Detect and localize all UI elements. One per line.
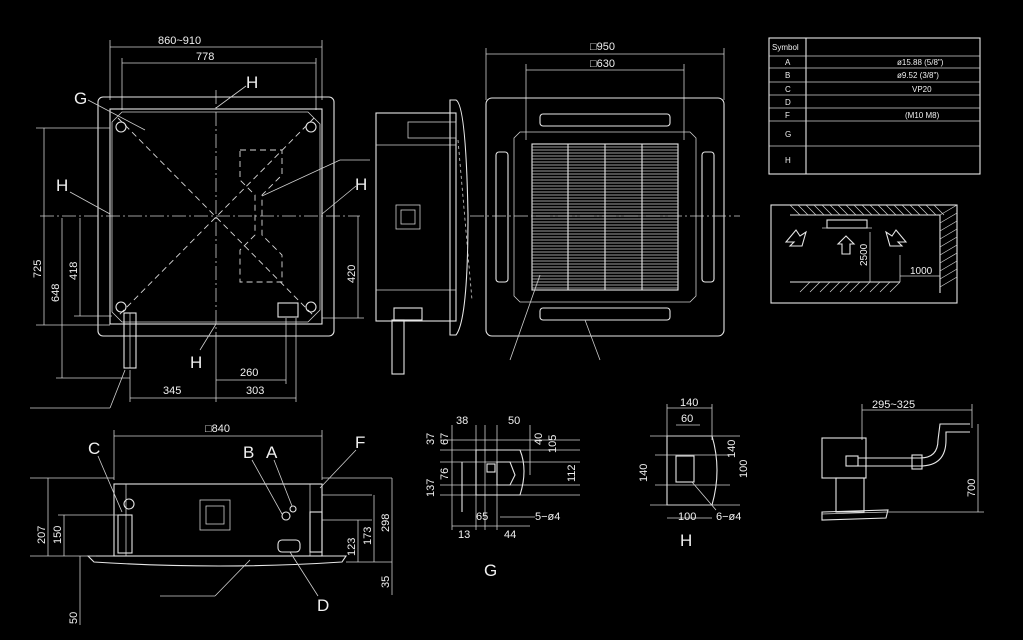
dim-260-label: 260	[240, 367, 258, 379]
room-diagram: 2500 1000	[770, 204, 958, 304]
dim-137-label: 137	[425, 479, 437, 497]
dim-40-label: 40	[533, 433, 545, 445]
label-h-top: H	[246, 73, 258, 92]
detail-g: 38 50 37 67 40 105 137 76 112 65 5−ø4 13…	[425, 415, 580, 580]
dim-418-label: 418	[68, 262, 80, 280]
table-value-c: VP20	[912, 85, 932, 94]
table-symbol-b: B	[785, 71, 790, 80]
dim-840-label: □840	[205, 423, 230, 435]
table-symbol-d: D	[785, 98, 791, 107]
label-h-left: H	[56, 176, 68, 195]
dim-50-label: 50	[508, 415, 520, 427]
dim-76-label: 76	[439, 468, 451, 480]
dim-100-bottom-label: 100	[678, 511, 696, 523]
table-symbol-c: C	[785, 85, 791, 94]
label-h-right: H	[355, 175, 367, 194]
dim-150-label: 150	[52, 526, 64, 544]
table-value-a: ø15.88 (5/8")	[897, 58, 944, 67]
dim-140-right-label: 140	[726, 440, 738, 458]
dim-345-label: 345	[163, 385, 181, 397]
dim-inner-label: 778	[196, 51, 214, 63]
dim-holes-label: 5−ø4	[535, 511, 560, 523]
label-g: G	[74, 89, 87, 108]
dim-100-right-label: 100	[738, 460, 750, 478]
dim-630-label: □630	[590, 58, 615, 70]
dim-width-label: 860~910	[158, 35, 201, 47]
dim-65-label: 65	[476, 511, 488, 523]
label-d: D	[317, 596, 329, 615]
table-symbol-f: F	[785, 111, 790, 120]
label-h-bottom: H	[190, 353, 202, 372]
hanger-detail: 295~325 700	[821, 399, 984, 521]
dim-648-label: 648	[50, 284, 62, 302]
spec-table: Symbol A ø15.88 (5/8") B ø9.52 (3/8") C …	[768, 37, 981, 175]
table-symbol-a: A	[785, 58, 791, 67]
label-f: F	[355, 433, 365, 452]
side-view	[375, 99, 473, 375]
table-symbol-g: G	[785, 130, 791, 139]
panel-view: □950 □630	[470, 41, 740, 361]
table-value-b: ø9.52 (3/8")	[897, 71, 939, 80]
dim-140-top-label: 140	[680, 397, 698, 409]
dim-420-label: 420	[346, 265, 358, 283]
dim-44-label: 44	[504, 529, 516, 541]
dim-173-label: 173	[362, 527, 374, 545]
dim-140-left-label: 140	[638, 464, 650, 482]
label-a: A	[266, 443, 278, 462]
dim-38-label: 38	[456, 415, 468, 427]
dim-295-label: 295~325	[872, 399, 915, 411]
dim-207-label: 207	[36, 526, 48, 544]
dim-123-label: 123	[346, 538, 358, 556]
dim-50-label: 50	[68, 612, 80, 624]
table-symbol-h: H	[785, 156, 791, 165]
dim-60-label: 60	[681, 413, 693, 425]
dim-105-label: 105	[547, 435, 559, 453]
dim-112-label: 112	[566, 464, 578, 482]
dim-1000-label: 1000	[910, 266, 933, 277]
dim-950-label: □950	[590, 41, 615, 53]
detail-g-title: G	[484, 561, 497, 580]
detail-h: 140 60 140 140 100 100 6−ø4 H	[638, 397, 750, 550]
table-value-f: (M10 M8)	[905, 111, 940, 120]
label-c: C	[88, 439, 100, 458]
dim-13-label: 13	[458, 529, 470, 541]
dim-303-label: 303	[246, 385, 264, 397]
detail-h-title: H	[680, 531, 692, 550]
dim-2500-label: 2500	[859, 243, 870, 266]
front-view: □840 207 150 50 298 173 123 35	[30, 423, 393, 625]
label-b: B	[243, 443, 254, 462]
dim-35-label: 35	[380, 576, 392, 588]
dim-37-label: 37	[425, 433, 437, 445]
dim-67-label: 67	[439, 433, 451, 445]
dim-700-label: 700	[966, 479, 978, 497]
top-view: 860~910 778 725 648	[30, 35, 370, 409]
dim-holes-h-label: 6−ø4	[716, 511, 741, 523]
dim-298-label: 298	[380, 514, 392, 532]
dim-height-label: 725	[32, 260, 44, 278]
table-header-symbol: Symbol	[772, 43, 799, 52]
